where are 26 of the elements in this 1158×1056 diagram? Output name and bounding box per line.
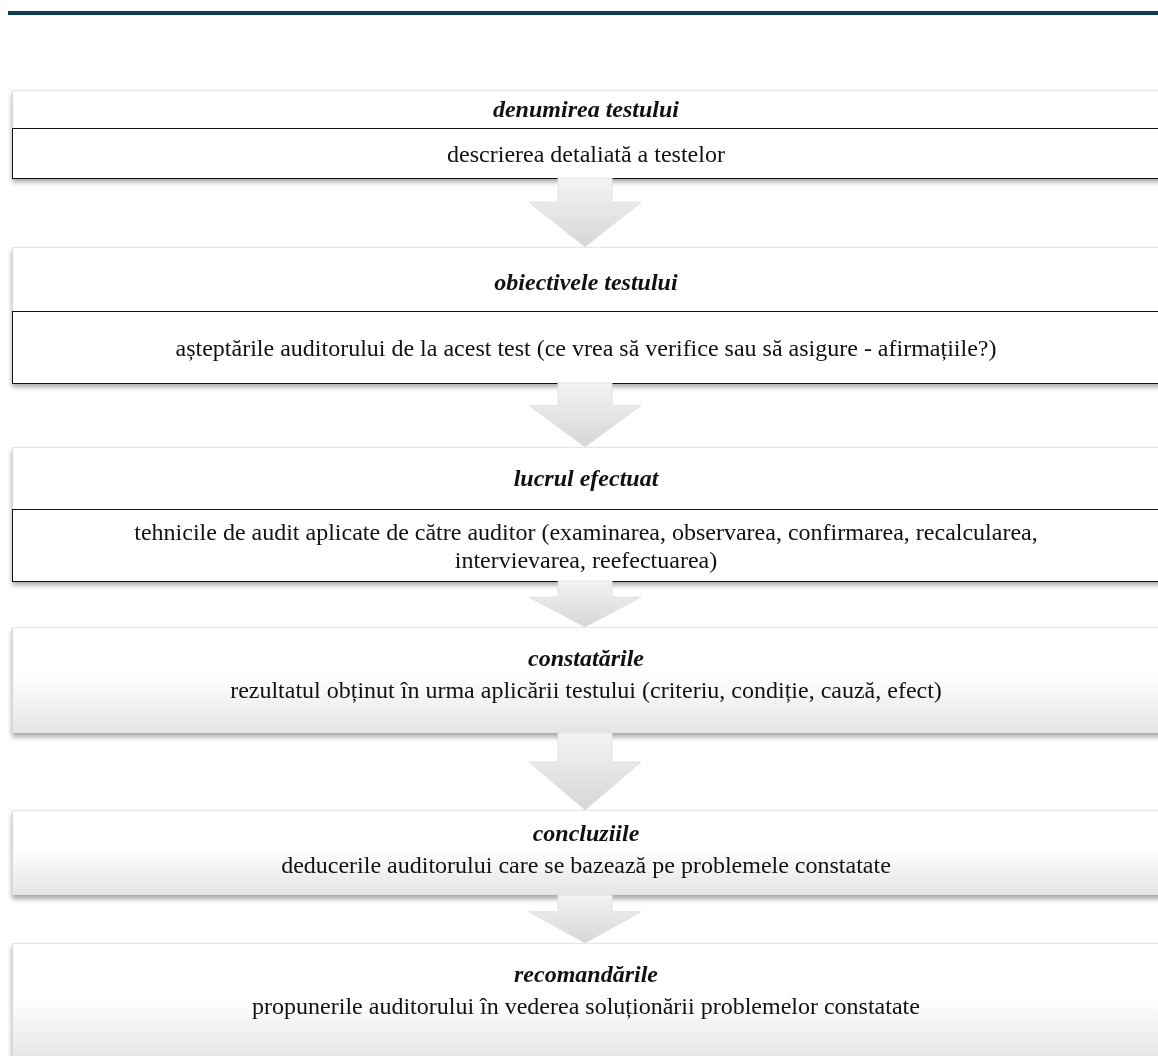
stage-description: descrierea detaliată a testelor (446, 139, 726, 168)
stage-heading: obiectivele testului (493, 268, 679, 296)
description-box (12, 128, 1158, 179)
block-arrow (528, 732, 642, 811)
stage-box (12, 943, 1158, 1056)
stage-box (12, 447, 1158, 581)
block-arrow (528, 894, 642, 944)
stage-description: așteptările auditorului de la acest test (ce vrea să verifice sau să asigure - afirmațiile?) (174, 333, 998, 362)
description-box (12, 311, 1158, 384)
stage-description: deducerile auditorului care se bazează pe problemele constatate (280, 851, 892, 879)
block-arrow (528, 177, 642, 248)
stage-description: tehnicile de audit aplicate de către auditor (examinarea, observarea, confirmarea, recalcularea, intervievarea, reefectuarea) (133, 517, 1039, 574)
description-box (12, 509, 1158, 582)
block-arrow (528, 580, 642, 628)
block-arrow (528, 382, 642, 448)
stage-description: rezultatul obținut în urma aplicării testului (criteriu, condiție, cauză, efect) (229, 676, 943, 704)
stage-heading: denumirea testului (491, 95, 680, 123)
stage-heading: concluziile (531, 819, 641, 847)
stage-heading: lucrul efectuat (512, 464, 660, 492)
stage-box (12, 810, 1158, 895)
stage-heading: recomandările (513, 960, 659, 988)
stage-description: propunerile auditorului în vederea soluționării problemelor constatate (251, 992, 921, 1020)
stage-heading: constatările (527, 644, 645, 672)
stage-box (12, 627, 1158, 733)
stage-box (12, 90, 1158, 178)
stage-box (12, 247, 1158, 383)
